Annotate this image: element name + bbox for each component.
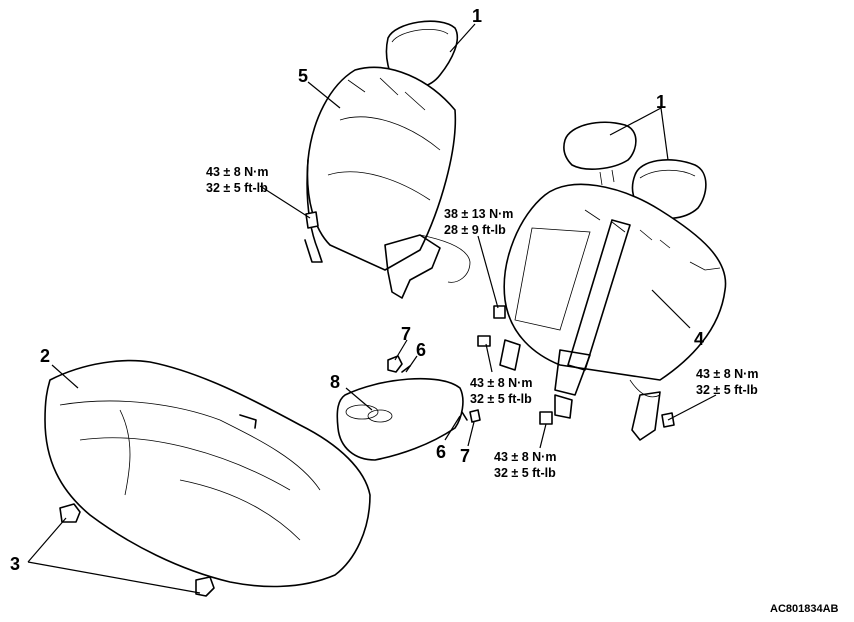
leader-lines (27, 23, 717, 594)
callout-6-upper: 6 (416, 340, 426, 360)
torque-left-back-ftlb: 32 ± 5 ft-lb (206, 181, 268, 195)
torque-center-upper-nm: 38 ± 13 N·m (444, 207, 513, 221)
callout-5: 5 (298, 66, 308, 86)
callout-4: 4 (694, 329, 704, 349)
torque-right-back-nm: 43 ± 8 N·m (696, 367, 758, 381)
bolt-center-upper (493, 305, 506, 319)
torque-left-back: 43 ± 8 N·m 32 ± 5 ft-lb (206, 165, 268, 195)
callout-2: 2 (40, 346, 50, 366)
callout-1-right: 1 (656, 92, 666, 112)
torque-center-upper: 38 ± 13 N·m 28 ± 9 ft-lb (444, 207, 513, 237)
torque-right-back: 43 ± 8 N·m 32 ± 5 ft-lb (696, 367, 758, 397)
torque-center-mid-ftlb: 32 ± 5 ft-lb (470, 392, 532, 406)
callout-8: 8 (330, 372, 340, 392)
clip-6-lower (461, 411, 468, 421)
callout-7-lower: 7 (460, 446, 470, 466)
seatback-right (499, 183, 727, 441)
callout-3: 3 (10, 554, 20, 574)
torque-right-back-ftlb: 32 ± 5 ft-lb (696, 383, 758, 397)
bolt-center-mid (477, 335, 491, 347)
clip-7-lower (469, 409, 481, 423)
armrest (336, 377, 464, 461)
headrest-right-a (563, 121, 637, 186)
cushion-hook-upper (59, 503, 81, 523)
bolt-left-back (305, 211, 319, 229)
clip-6-upper (401, 365, 411, 373)
torque-center-low-ftlb: 32 ± 5 ft-lb (494, 466, 556, 480)
torque-center-low-nm: 43 ± 8 N·m (494, 450, 556, 464)
torque-center-mid: 43 ± 8 N·m 32 ± 5 ft-lb (470, 376, 532, 406)
callout-6-lower: 6 (436, 442, 446, 462)
bolt-center-low (539, 411, 553, 425)
torque-center-upper-ftlb: 28 ± 9 ft-lb (444, 223, 506, 237)
seatback-left (304, 66, 471, 299)
callout-7-upper: 7 (401, 324, 411, 344)
callout-1-top: 1 (472, 6, 482, 26)
clip-7-upper (387, 355, 403, 373)
cushion-hook-lower (195, 576, 215, 597)
seat-cushion (44, 359, 371, 588)
torque-center-mid-nm: 43 ± 8 N·m (470, 376, 532, 390)
figure-code: AC801834AB (770, 603, 839, 615)
torque-center-low: 43 ± 8 N·m 32 ± 5 ft-lb (494, 450, 556, 480)
torque-left-back-nm: 43 ± 8 N·m (206, 165, 268, 179)
